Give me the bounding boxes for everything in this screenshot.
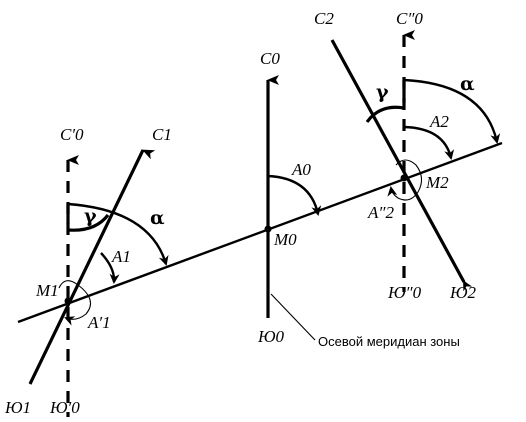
label-Yu1: Ю1 xyxy=(4,398,31,417)
label-Yu0: Ю0 xyxy=(257,327,285,346)
label-C0-dprime: C″0 xyxy=(396,9,423,28)
label-M0: M0 xyxy=(273,230,297,249)
left-gamma-arc xyxy=(66,204,110,232)
label-alpha-right: α xyxy=(460,73,475,95)
point-M2 xyxy=(400,174,408,182)
label-gamma-left: γ xyxy=(84,205,97,227)
center-A0-arc xyxy=(267,174,322,216)
label-Yu0-prime: Ю′0 xyxy=(49,398,80,417)
left-meridian-line xyxy=(28,149,156,385)
left-A1prime-arc xyxy=(58,280,92,326)
label-Yu0-dprime: Ю″0 xyxy=(387,283,422,302)
label-C0: C0 xyxy=(260,49,280,68)
left-A1-arc xyxy=(100,252,120,284)
right-alpha-arc xyxy=(403,78,501,144)
right-A2-arc xyxy=(403,125,455,160)
label-A2-dprime: A″2 xyxy=(367,203,394,222)
label-A0: A0 xyxy=(291,160,311,179)
label-A1-prime: A′1 xyxy=(87,313,111,332)
label-A1: A1 xyxy=(111,247,131,266)
label-Yu2: Ю2 xyxy=(449,283,477,302)
point-M1 xyxy=(64,297,72,305)
axial-meridian-leader xyxy=(270,293,316,341)
label-M1: M1 xyxy=(35,281,59,300)
label-C0-prime: C′0 xyxy=(60,125,84,144)
label-gamma-right: γ xyxy=(376,81,389,103)
right-A2dprime-arc xyxy=(387,159,423,201)
label-axial-meridian: Осевой меридиан зоны xyxy=(318,334,460,349)
label-C2: C2 xyxy=(314,9,334,28)
main-line xyxy=(17,141,503,324)
label-C1: C1 xyxy=(152,125,172,144)
left-alpha-arc xyxy=(67,202,169,266)
point-M0 xyxy=(264,225,272,233)
label-A2: A2 xyxy=(429,112,449,131)
label-alpha-left: α xyxy=(150,207,165,229)
right-gamma-arc xyxy=(365,80,406,123)
label-M2: M2 xyxy=(425,173,449,192)
right-meridian-line xyxy=(330,39,473,292)
